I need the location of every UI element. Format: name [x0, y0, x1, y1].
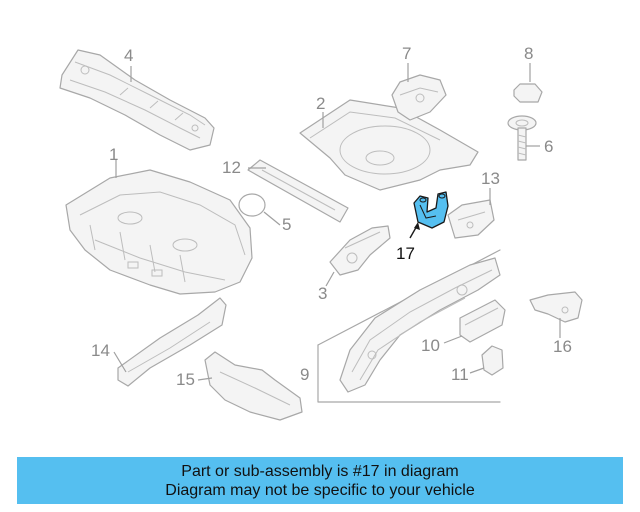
callout-13: 13	[481, 169, 500, 188]
callout-6: 6	[544, 137, 554, 156]
part-10-bracket	[459, 299, 506, 343]
leader-lines	[113, 63, 561, 381]
part-3-bracket	[329, 225, 391, 276]
part-5-grommet	[238, 193, 266, 217]
callout-1: 1	[109, 145, 119, 164]
callout-16: 16	[553, 337, 572, 356]
part-16-bracket	[529, 291, 583, 323]
part-7-bracket	[391, 74, 447, 121]
callout-2: 2	[316, 94, 326, 113]
callout-7: 7	[402, 44, 412, 63]
callout-12: 12	[222, 158, 241, 177]
callout-11: 11	[451, 365, 469, 384]
callout-15: 15	[176, 370, 195, 389]
part-8-cap	[513, 83, 543, 103]
part-11-clip	[481, 345, 504, 376]
part-2-trunk-floor	[299, 99, 479, 191]
callout-5: 5	[282, 215, 292, 234]
part-12-strip	[247, 159, 349, 223]
part-13-bracket	[447, 199, 495, 239]
part-1-floor-pan	[65, 169, 253, 295]
callout-9: 9	[300, 365, 310, 384]
callout-3: 3	[318, 284, 328, 303]
callout-8: 8	[524, 44, 534, 63]
part-17-highlighted-bracket[interactable]	[413, 191, 449, 229]
part-6-bolt	[507, 115, 537, 161]
callout-4: 4	[124, 46, 134, 65]
part-4-rail	[59, 49, 215, 151]
banner-line-1: Part or sub-assembly is #17 in diagram	[181, 462, 459, 480]
part-15-shield	[204, 351, 303, 421]
callout-10: 10	[421, 336, 440, 355]
part-14-reinforcement	[117, 297, 227, 387]
parts-diagram	[59, 49, 583, 421]
part-9-frame-assembly	[317, 249, 501, 403]
banner-line-2: Diagram may not be specific to your vehi…	[165, 481, 475, 499]
callout-17: 17	[396, 244, 415, 263]
info-banner: Part or sub-assembly is #17 in diagram D…	[17, 457, 623, 504]
callout-14: 14	[91, 341, 110, 360]
